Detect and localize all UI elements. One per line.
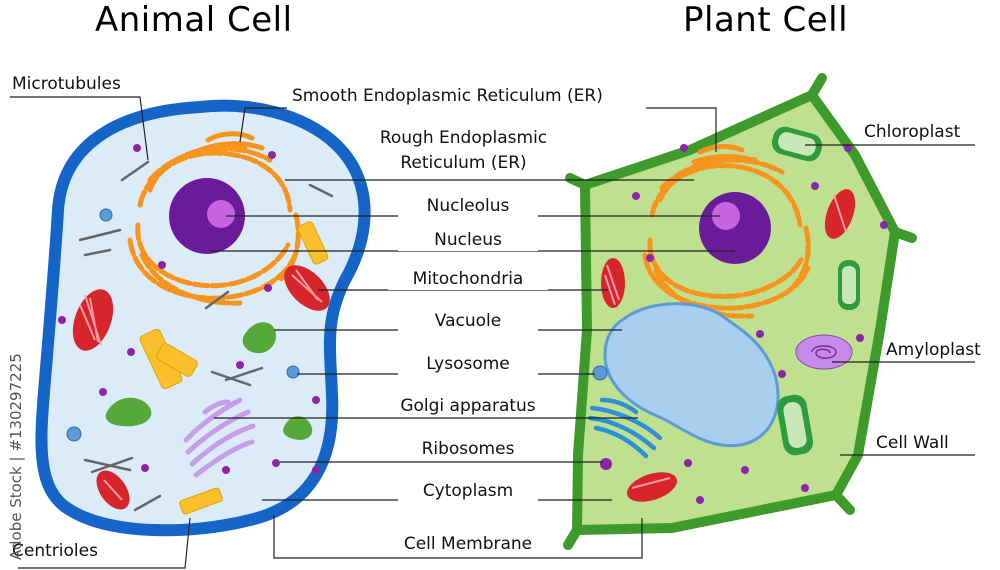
plant-ribosomes: [600, 144, 888, 504]
animal-centrioles: [139, 221, 329, 515]
plant-chloroplasts: [771, 126, 860, 456]
plant-nucleus: [699, 192, 771, 264]
animal-ribosomes: [58, 144, 320, 474]
plant-vacuole: [603, 302, 780, 448]
animal-microtubules: [78, 160, 334, 512]
plant-smooth-er: [691, 144, 755, 165]
plant-mitochondria: [601, 189, 856, 502]
label-cell-membrane: Cell Membrane: [380, 533, 556, 555]
plant-lysosome: [592, 365, 608, 381]
label-lysosome: Lysosome: [398, 353, 538, 375]
animal-mitochondria: [72, 265, 330, 510]
plant-golgi: [587, 397, 663, 459]
label-vacuole: Vacuole: [398, 310, 538, 332]
label-leader-lines: [10, 96, 975, 569]
label-centrioles: Centrioles: [12, 540, 98, 562]
label-nucleolus: Nucleolus: [398, 195, 538, 217]
animal-vacuoles: [105, 322, 313, 440]
animal-nucleolus: [207, 200, 235, 228]
label-amyloplast: Amyloplast: [886, 339, 981, 361]
animal-golgi: [183, 397, 256, 478]
plant-cell-title: Plant Cell: [683, 0, 849, 40]
label-microtubules: Microtubules: [12, 74, 121, 94]
stock-watermark: Adobe Stock | #130297225: [7, 353, 25, 560]
animal-nucleus: [169, 178, 245, 254]
label-nucleus: Nucleus: [398, 229, 538, 251]
label-rough-er-line2: Reticulum (ER): [400, 153, 527, 173]
label-ribosomes: Ribosomes: [398, 438, 538, 460]
animal-cell-title: Animal Cell: [95, 0, 293, 40]
plant-cell-wall-junctions: [563, 73, 917, 550]
label-rough-er-line1: Rough Endoplasmic: [379, 128, 548, 148]
svg-text:Adobe Stock | #130297225: Adobe Stock | #130297225: [7, 353, 25, 560]
label-smooth-er: Smooth Endoplasmic Reticulum (ER): [292, 86, 603, 106]
plant-nucleolus: [712, 202, 740, 230]
label-cell-wall: Cell Wall: [876, 432, 949, 454]
animal-smooth-er: [197, 131, 265, 153]
label-mitochondria: Mitochondria: [388, 268, 548, 290]
label-golgi-apparatus: Golgi apparatus: [380, 395, 556, 417]
label-cytoplasm: Cytoplasm: [398, 480, 538, 502]
label-chloroplast: Chloroplast: [864, 121, 961, 143]
animal-cell: [35, 99, 371, 537]
plant-amyloplast: [795, 334, 853, 370]
plant-cell: [563, 73, 917, 550]
animal-lysosomes: [66, 208, 300, 442]
